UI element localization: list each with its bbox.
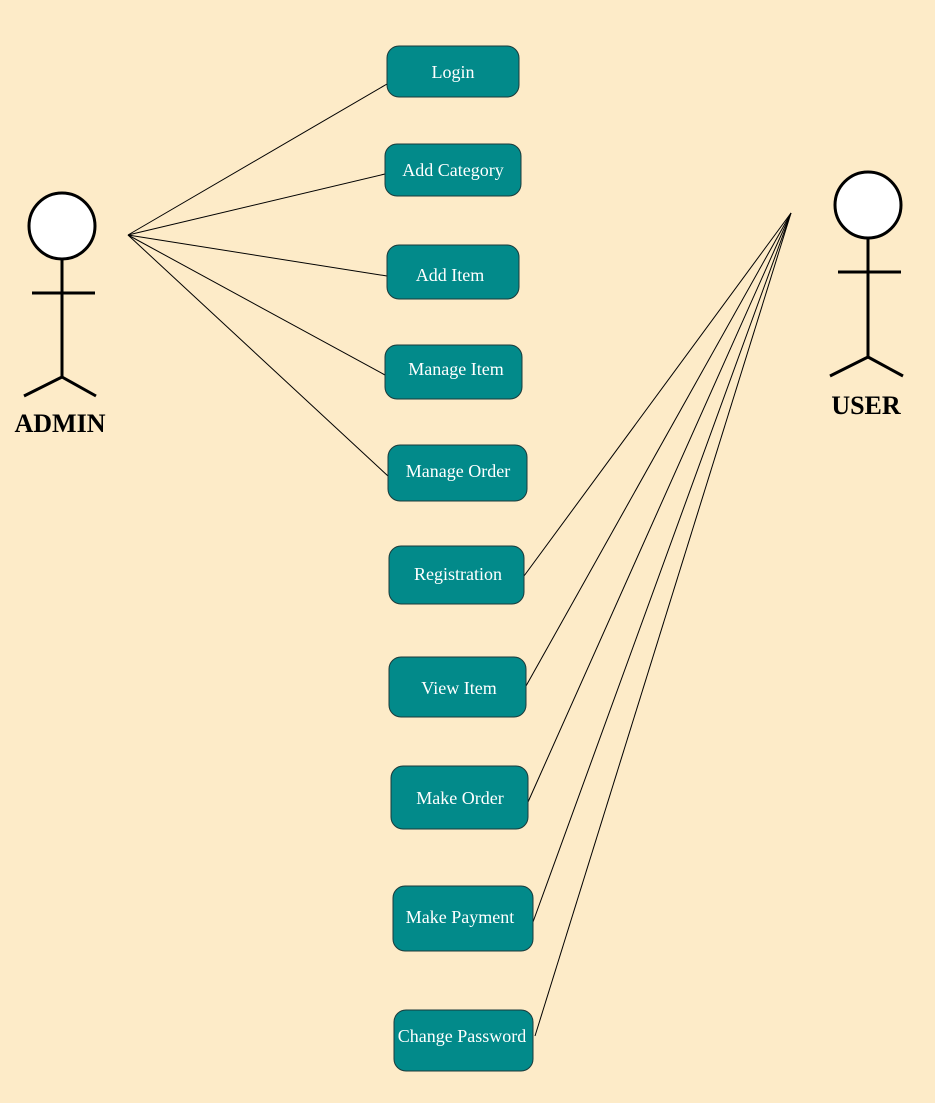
assoc-user-registration [523, 212, 792, 577]
actor-admin[interactable]: ADMIN [15, 191, 106, 438]
stick-figure-icon [829, 170, 904, 378]
use-case-login-label: Login [432, 62, 475, 82]
use-case-manage-item-box[interactable] [384, 344, 523, 400]
assoc-user-make-payment [532, 212, 792, 923]
use-case-add-item-box[interactable] [386, 244, 520, 300]
use-case-manage-order[interactable]: Manage Order [387, 444, 528, 502]
actor-user-right-leg [867, 355, 904, 378]
use-case-manage-item-label: Manage Item [408, 359, 503, 379]
actor-admin-right-leg [61, 375, 97, 398]
actor-admin-label: ADMIN [15, 409, 106, 438]
use-case-login[interactable]: Login [386, 45, 520, 98]
actor-user-label: USER [831, 391, 901, 420]
assoc-admin-add-category [127, 173, 386, 236]
use-case-make-order-label: Make Order [416, 788, 503, 808]
assoc-admin-add-item [127, 234, 388, 277]
use-case-view-item-box[interactable] [388, 656, 527, 718]
use-case-add-item-label: Add Item [416, 265, 484, 285]
stick-figure-icon [23, 191, 97, 398]
assoc-user-make-order [527, 212, 792, 803]
use-case-make-payment[interactable]: Make Payment [392, 885, 534, 952]
use-case-view-item[interactable]: View Item [388, 656, 527, 718]
use-case-view-item-label: View Item [421, 678, 496, 698]
use-case-make-payment-box[interactable] [392, 885, 534, 952]
use-case-make-order[interactable]: Make Order [390, 765, 529, 830]
use-case-add-item[interactable]: Add Item [386, 244, 520, 300]
use-case-login-box[interactable] [386, 45, 520, 98]
use-case-manage-item[interactable]: Manage Item [384, 344, 523, 400]
assoc-admin-manage-item [127, 234, 386, 376]
use-case-registration-label: Registration [414, 564, 502, 584]
use-case-change-password-box[interactable] [393, 1009, 534, 1072]
assoc-admin-manage-order [127, 234, 389, 477]
actor-user-left-leg [829, 355, 869, 378]
association-lines [127, 83, 792, 1037]
actor-user-head [833, 170, 903, 240]
use-case-make-order-box[interactable] [390, 765, 529, 830]
actor-admin-left-leg [23, 375, 63, 398]
use-case-manage-order-box[interactable] [387, 444, 528, 502]
use-case-change-password[interactable]: Change Password [393, 1009, 534, 1072]
use-case-registration[interactable]: Registration [388, 545, 525, 605]
use-case-change-password-label: Change Password [398, 1026, 527, 1046]
use-case-add-category[interactable]: Add Category [384, 143, 522, 197]
use-case-add-category-box[interactable] [384, 143, 522, 197]
assoc-user-change-password [534, 212, 792, 1037]
use-case-make-payment-label: Make Payment [406, 907, 514, 927]
use-case-manage-order-label: Manage Order [406, 461, 510, 481]
use-case-registration-box[interactable] [388, 545, 525, 605]
actor-admin-head [27, 191, 97, 261]
assoc-user-view-item [525, 212, 792, 687]
assoc-admin-login [127, 83, 388, 236]
use-case-add-category-label: Add Category [402, 160, 503, 180]
actor-user[interactable]: USER [829, 170, 904, 420]
